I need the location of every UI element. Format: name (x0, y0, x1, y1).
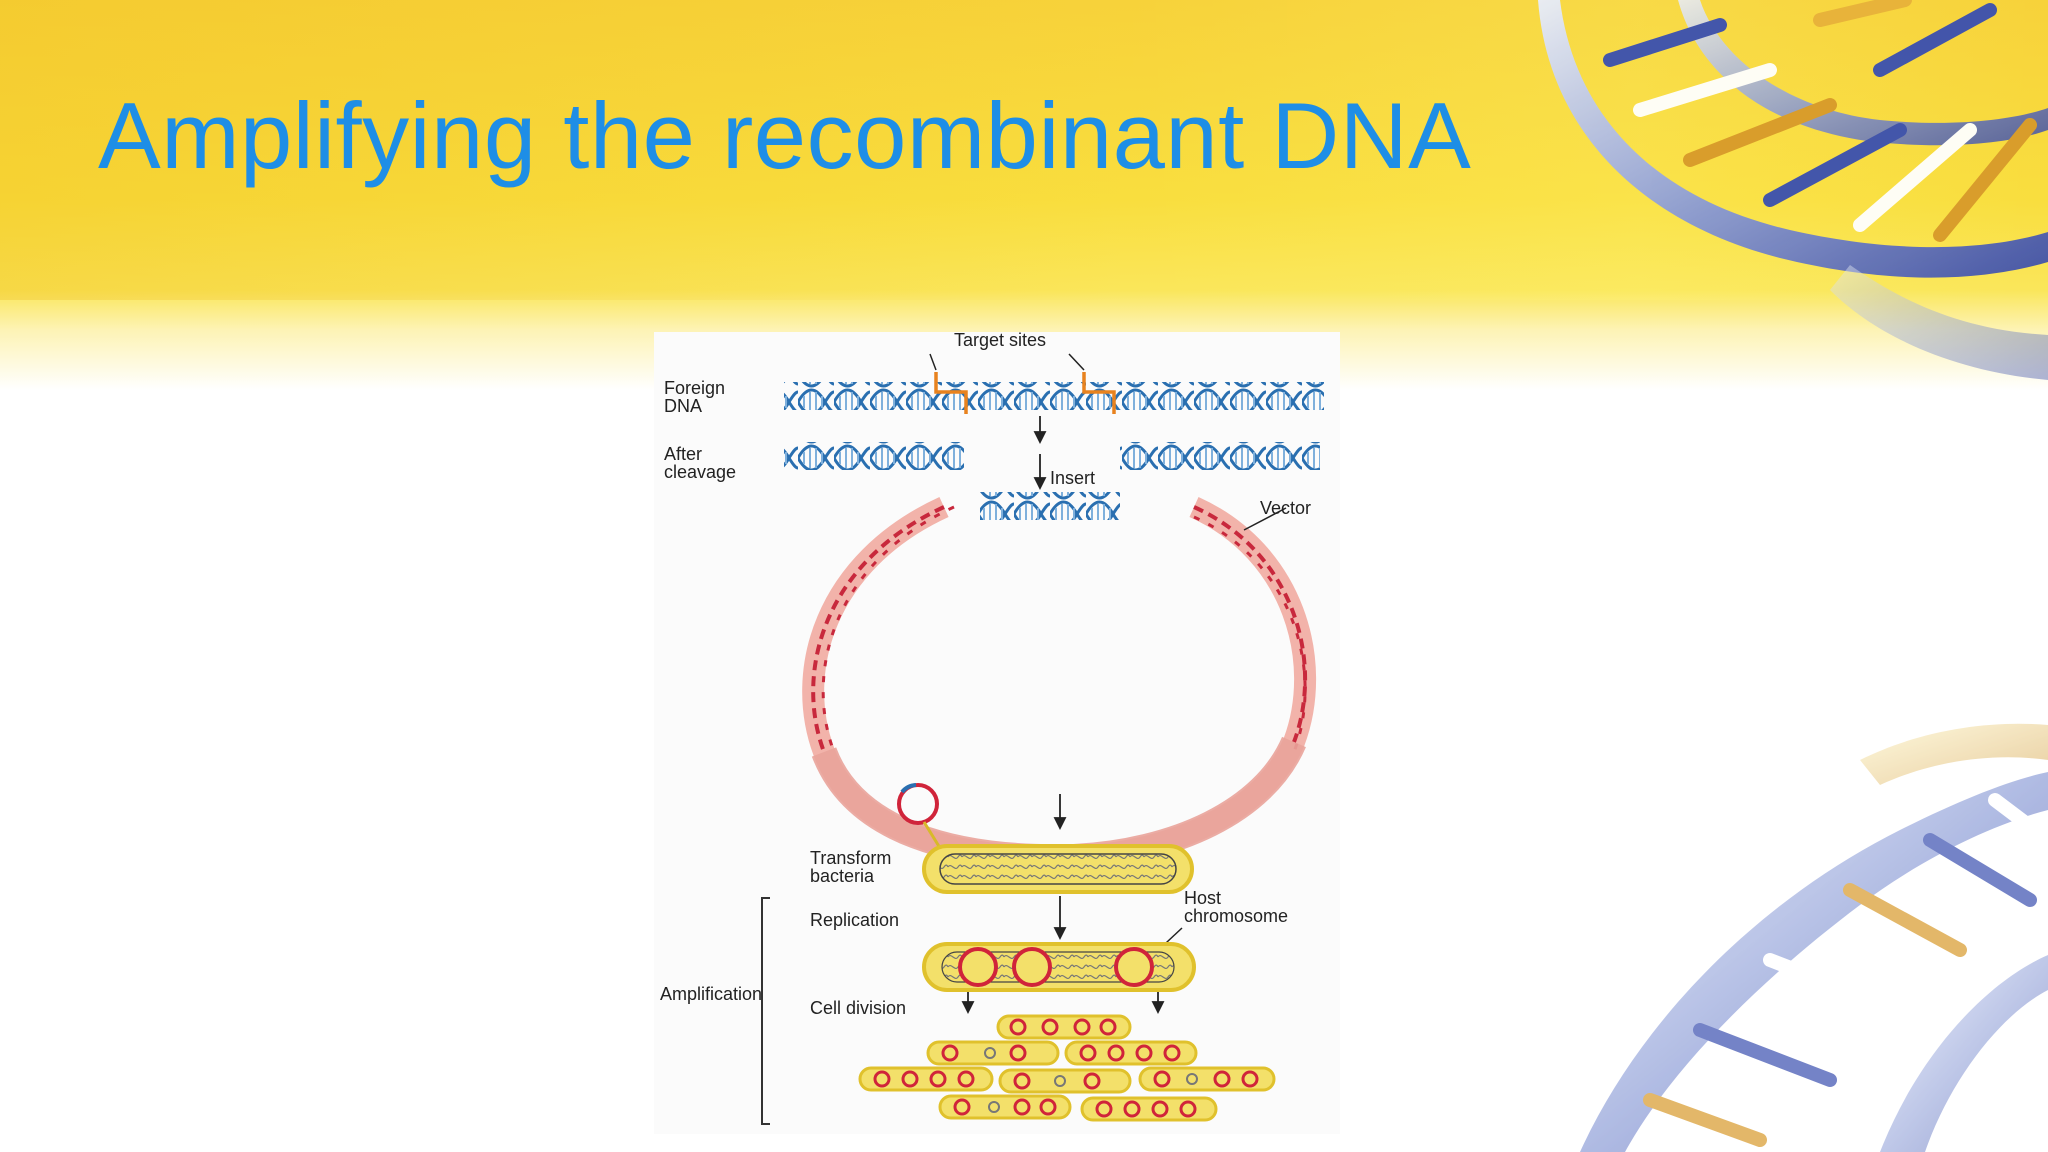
label-insert: Insert (1050, 468, 1095, 488)
amplification-bracket (762, 898, 770, 1124)
diagram-drawing: Target sites Foreign DNA After cleavage (654, 332, 1340, 1134)
dividing-bacteria (860, 1016, 1274, 1120)
label-after-cleavage-2: cleavage (664, 462, 736, 482)
label-vector: Vector (1260, 498, 1311, 518)
label-replication: Replication (810, 910, 899, 930)
label-transform-bacteria-2: bacteria (810, 866, 875, 886)
host-bacterium (924, 846, 1192, 892)
slide-title: Amplifying the recombinant DNA (98, 82, 1471, 190)
label-target-sites: Target sites (954, 332, 1046, 350)
bottom-helix (1580, 724, 2048, 1152)
label-cell-division: Cell division (810, 998, 906, 1018)
label-after-cleavage-1: After (664, 444, 702, 464)
replicating-bacterium (924, 944, 1194, 990)
label-transform-bacteria-1: Transform (810, 848, 891, 868)
label-host-chromosome-2: chromosome (1184, 906, 1288, 926)
insert-dna (980, 492, 1120, 520)
label-foreign-dna-2: DNA (664, 396, 702, 416)
top-helix (1538, 0, 2048, 380)
label-host-chromosome-1: Host (1184, 888, 1221, 908)
foreign-dna-strand (784, 382, 1324, 410)
label-amplification: Amplification (660, 984, 762, 1004)
label-foreign-dna-1: Foreign (664, 378, 725, 398)
recombinant-dna-diagram: Target sites Foreign DNA After cleavage (654, 332, 1340, 1134)
cleaved-dna-fragments (784, 442, 1320, 470)
